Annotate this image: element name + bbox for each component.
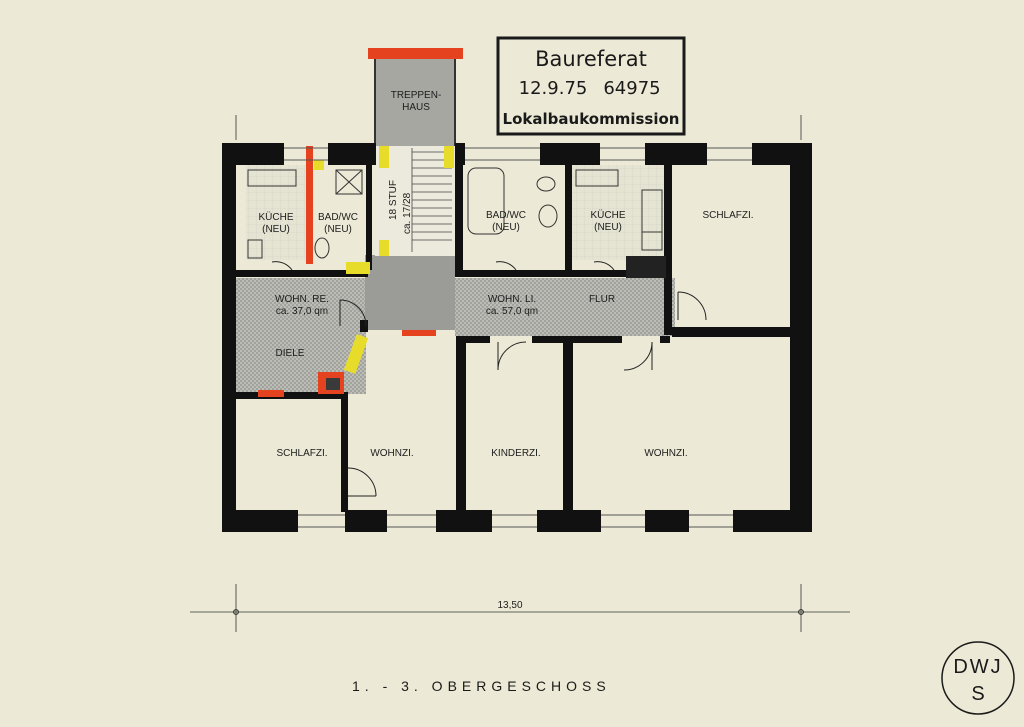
flur-hatch xyxy=(455,278,675,336)
stamp-line3: Lokalbaukommission xyxy=(503,110,680,128)
label-kinderzi: KINDERZI. xyxy=(491,448,540,459)
seal-line1: DWJ xyxy=(953,656,1002,678)
label-wohn-re-2: ca. 37,0 qm xyxy=(276,306,328,317)
label-kueche-left-1: KÜCHE xyxy=(258,211,293,223)
stairwell-roof xyxy=(368,48,463,59)
sink-right xyxy=(538,204,558,228)
label-kueche-left-2: (NEU) xyxy=(262,224,290,235)
stamp-date: 12.9.75 xyxy=(519,78,588,99)
stamp-line1: Baureferat xyxy=(535,47,647,71)
toilet-right xyxy=(536,176,556,192)
dimension-label: 13,50 xyxy=(497,600,522,611)
fixtures xyxy=(247,167,663,259)
label-bad-left-1: BAD/WC xyxy=(318,212,358,223)
label-bad-left-2: (NEU) xyxy=(324,224,352,235)
label-bad-right-2: (NEU) xyxy=(492,222,520,233)
label-flur: FLUR xyxy=(589,294,615,305)
stair-landing xyxy=(365,255,455,330)
stairwell xyxy=(368,48,463,256)
kueche-left-tile xyxy=(246,165,308,260)
new-walls xyxy=(258,146,436,397)
label-schlafzi-right: SCHLAFZI. xyxy=(702,210,753,221)
label-treppenhaus-2: HAUS xyxy=(402,102,430,113)
shower-left xyxy=(335,169,363,195)
approval-stamp: Baureferat 12.9.75 64975 Lokalbaukommiss… xyxy=(496,36,686,136)
label-stairs-1: 18 STUF xyxy=(388,180,399,220)
label-stairs-2: ca. 17/28 xyxy=(402,192,413,234)
stove-right xyxy=(575,169,619,187)
seal-line2: S xyxy=(971,683,984,705)
stairwell-fill xyxy=(375,56,455,146)
label-wohn-li-1: WOHN. LI. xyxy=(488,294,536,305)
corridor-hatch xyxy=(236,255,675,394)
label-wohn-re-1: WOHN. RE. xyxy=(275,294,329,305)
dwj-seal: DWJ S xyxy=(941,641,1015,715)
toilet-left xyxy=(314,237,330,259)
label-kueche-right-1: KÜCHE xyxy=(590,209,625,221)
label-bad-right-1: BAD/WC xyxy=(486,210,526,221)
label-wohnzi-left: WOHNZI. xyxy=(370,448,413,459)
label-schlafzi-left: SCHLAFZI. xyxy=(276,448,327,459)
stamp-number: 64975 xyxy=(603,78,660,99)
walls xyxy=(222,143,812,532)
label-kueche-right-2: (NEU) xyxy=(594,222,622,233)
stair-treads xyxy=(411,148,452,252)
bathtub xyxy=(467,167,505,235)
label-wohn-li-2: ca. 57,0 qm xyxy=(486,306,538,317)
label-treppenhaus-1: TREPPEN- xyxy=(391,90,442,101)
floor-title: 1. - 3. OBERGESCHOSS xyxy=(352,678,611,694)
room-labels: TREPPEN- HAUS 18 STUF ca. 17/28 KÜCHE (N… xyxy=(258,90,753,459)
windows xyxy=(284,147,752,528)
label-diele: DIELE xyxy=(276,348,305,359)
label-wohnzi-right: WOHNZI. xyxy=(644,448,687,459)
dimension-line: 13,50 xyxy=(190,115,850,632)
door-swings xyxy=(271,261,707,497)
diele-hatch xyxy=(236,278,366,394)
stove-left xyxy=(247,169,297,187)
